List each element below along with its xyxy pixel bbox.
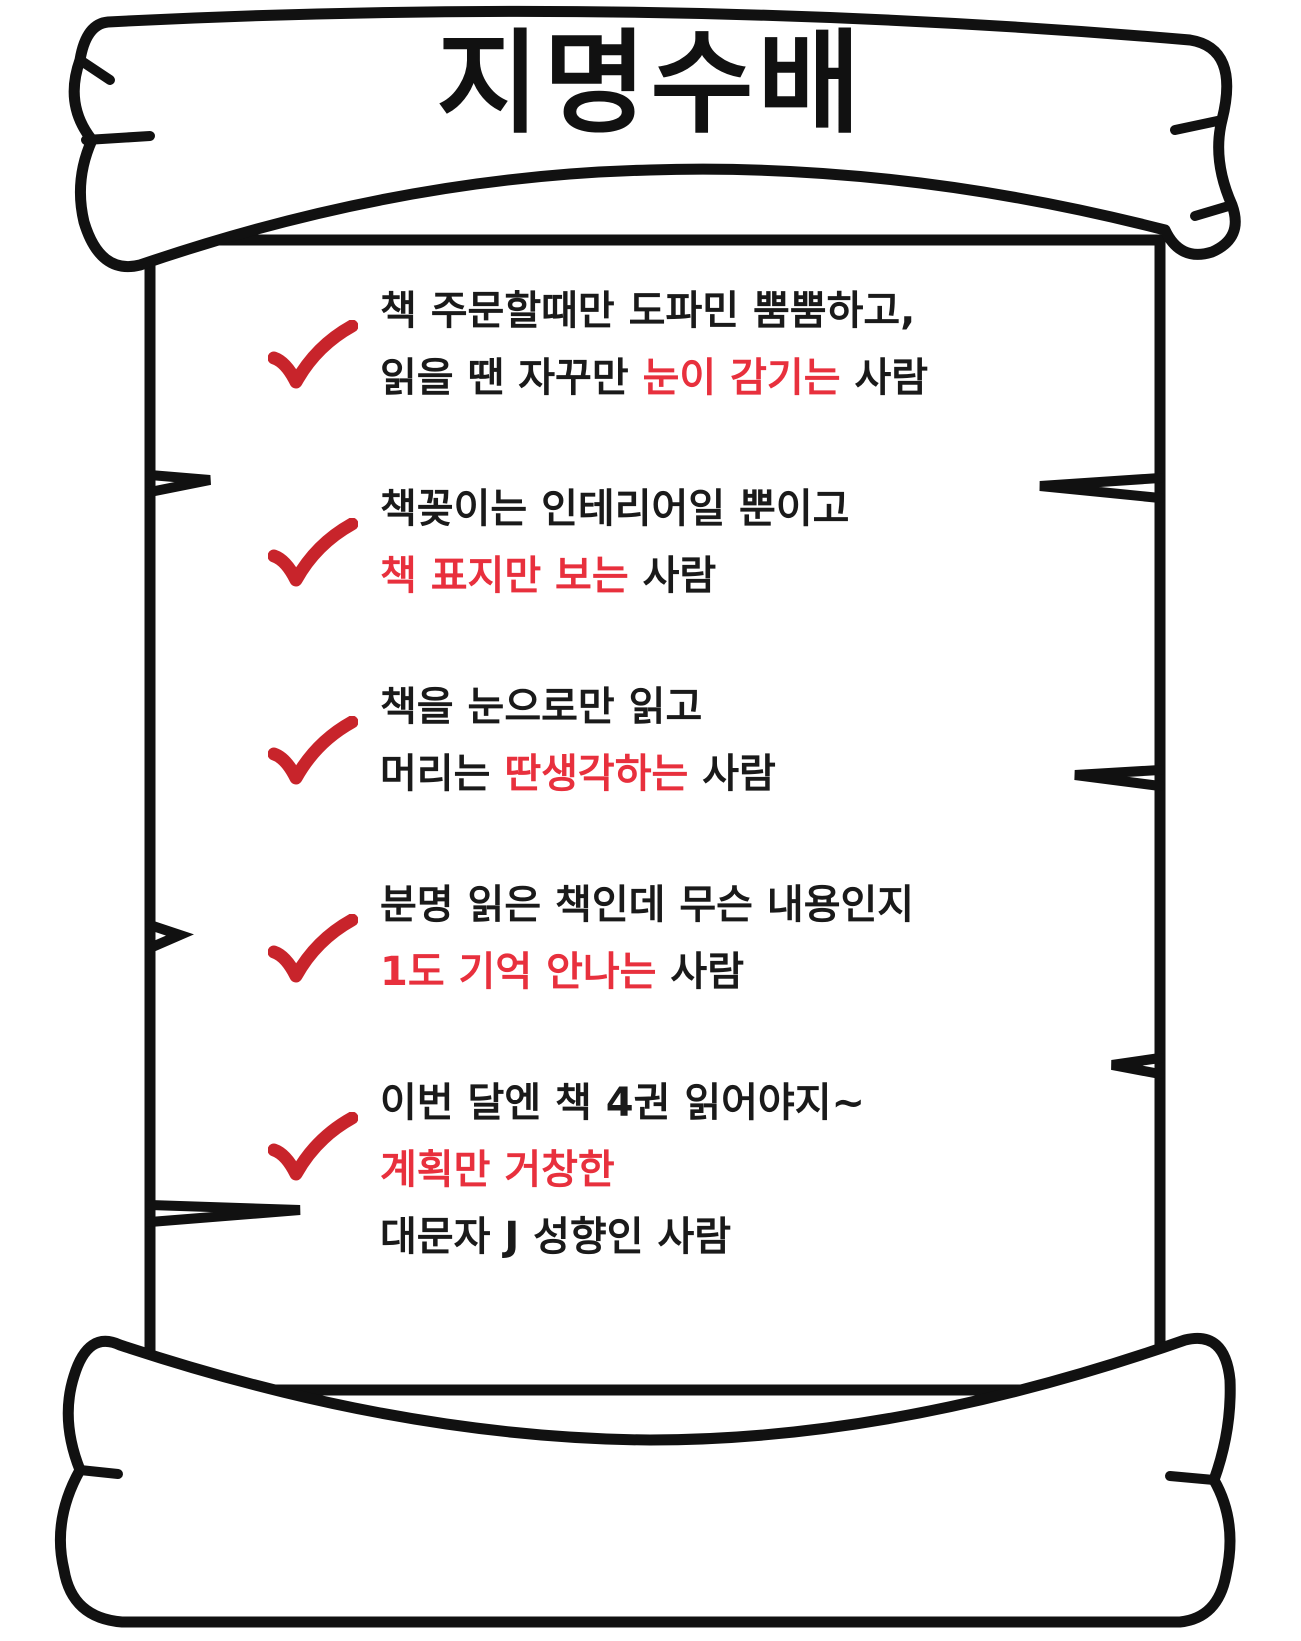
item-line: 머리는 딴생각하는 사람 — [380, 741, 1170, 808]
scroll-notch-right-2 — [1074, 765, 1165, 791]
body-text: 책꽂이는 인테리어일 뿐이고 — [380, 486, 850, 532]
item-line: 1도 기억 안나는 사람 — [380, 939, 1170, 1006]
highlight-text: 1도 기억 안나는 — [380, 949, 657, 995]
scroll-top-curl — [68, 5, 1241, 272]
scroll-notch-top-right-2 — [1190, 200, 1237, 221]
item-line: 책 주문할때만 도파민 뿜뿜하고, — [380, 278, 1170, 345]
body-text: 이번 달엔 책 4권 읽어야지~ — [380, 1080, 866, 1126]
scroll-notch-left-1 — [145, 470, 211, 497]
body-text: 책을 눈으로만 읽고 — [380, 684, 703, 730]
page-title: 지명수배 — [436, 19, 865, 149]
scroll-notch-top-left-2 — [75, 55, 115, 85]
body-text: 읽을 땐 자꾸만 — [380, 355, 643, 401]
item-lines: 책 주문할때만 도파민 뿜뿜하고, 읽을 땐 자꾸만 눈이 감기는 사람 — [380, 278, 1170, 412]
scroll-notch-top-right — [1170, 115, 1227, 135]
scroll-notch-right-3 — [1111, 1053, 1165, 1079]
item-line: 책꽂이는 인테리어일 뿐이고 — [380, 476, 1170, 543]
highlight-text: 책 표지만 보는 — [380, 553, 629, 599]
body-text: 책 주문할때만 도파민 뿜뿜하고, — [380, 288, 916, 334]
scroll-notch-left-2 — [145, 920, 194, 953]
scroll-notch-left-3 — [145, 1200, 301, 1227]
body-text: 사람 — [628, 553, 717, 599]
check-mark-icon — [268, 716, 358, 785]
highlight-text: 눈이 감기는 — [642, 355, 841, 401]
scroll-notch-top-left — [81, 131, 155, 145]
item-line: 책 표지만 보는 사람 — [380, 543, 1170, 610]
scroll-notch-bottom-left — [75, 1465, 123, 1479]
item-line: 이번 달엔 책 4권 읽어야지~ — [380, 1070, 1170, 1137]
check-mark-icon — [268, 518, 358, 587]
highlight-text: 딴생각하는 — [504, 751, 689, 797]
check-mark-icon — [268, 1112, 358, 1181]
item-line: 분명 읽은 책인데 무슨 내용인지 — [380, 872, 1170, 939]
item-line: 책을 눈으로만 읽고 — [380, 674, 1170, 741]
item-line: 대문자 J 성향인 사람 — [380, 1204, 1170, 1271]
body-text: 사람 — [656, 949, 745, 995]
body-text: 사람 — [840, 355, 929, 401]
body-text: 머리는 — [380, 751, 505, 797]
scroll-notch-right-1 — [1039, 473, 1165, 503]
check-mark-icon — [268, 914, 358, 983]
item-line: 계획만 거창한 — [380, 1137, 1170, 1204]
body-text: 분명 읽은 책인데 무슨 내용인지 — [380, 882, 915, 928]
highlight-text: 계획만 거창한 — [380, 1147, 615, 1193]
body-text: 사람 — [688, 751, 776, 797]
scroll-bottom-curl — [54, 1332, 1236, 1628]
scroll-notch-bottom-right — [1165, 1471, 1219, 1485]
item-lines: 분명 읽은 책인데 무슨 내용인지 1도 기억 안나는 사람 — [380, 872, 1170, 1006]
item-line: 읽을 땐 자꾸만 눈이 감기는 사람 — [380, 345, 1170, 412]
check-mark-icon — [268, 320, 358, 389]
body-text: 대문자 J 성향인 사람 — [380, 1214, 732, 1260]
